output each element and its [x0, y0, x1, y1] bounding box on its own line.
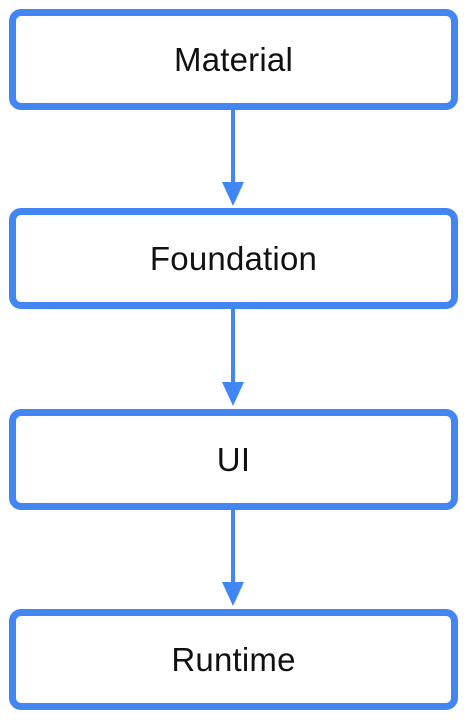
layer-label-material: Material [174, 40, 293, 78]
layer-box-ui: UI [9, 409, 458, 510]
layer-label-runtime: Runtime [171, 640, 296, 678]
arrow-foundation-to-ui [222, 309, 244, 406]
layer-box-foundation: Foundation [9, 208, 458, 309]
layer-box-material: Material [9, 9, 458, 110]
layer-label-ui: UI [216, 440, 251, 478]
layer-label-foundation: Foundation [149, 239, 318, 277]
layer-box-runtime: Runtime [9, 609, 458, 710]
arrow-material-to-foundation [222, 110, 244, 206]
arrow-ui-to-runtime [222, 510, 244, 606]
